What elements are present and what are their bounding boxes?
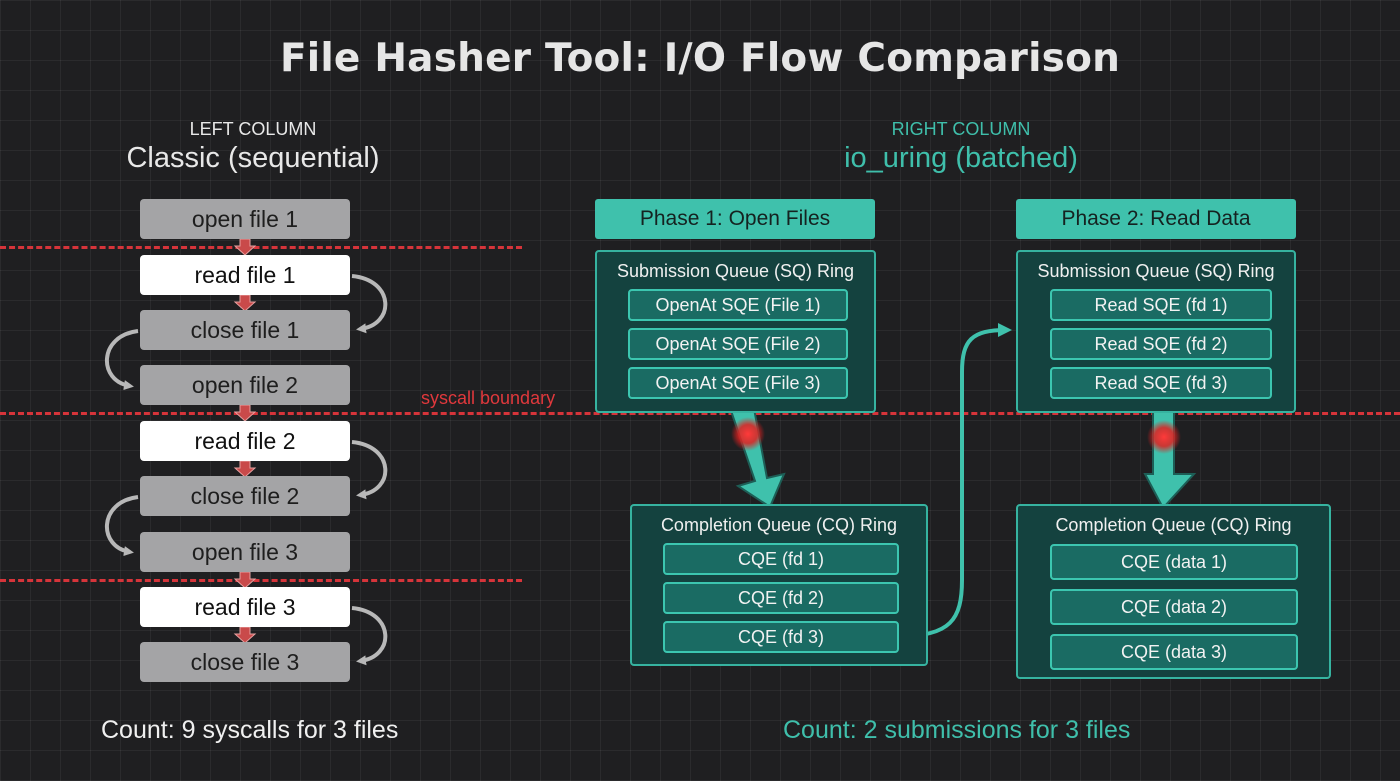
phase2-sq-ring: Submission Queue (SQ) Ring Read SQE (fd … xyxy=(1016,250,1296,413)
submit-arrow-phase2 xyxy=(1143,401,1197,510)
phase1-cq-title: Completion Queue (CQ) Ring xyxy=(660,515,898,535)
phase2-cq-title: Completion Queue (CQ) Ring xyxy=(1055,515,1292,535)
phase1-sq-entry-2: OpenAt SQE (File 2) xyxy=(628,328,848,360)
syscall-boundary-line-3 xyxy=(0,579,522,582)
phase-connector-arrow xyxy=(899,323,1012,638)
page-title: File Hasher Tool: I/O Flow Comparison xyxy=(279,36,1121,81)
syscall-boundary-line-1 xyxy=(0,246,522,249)
right-column-heading: io_uring (batched) xyxy=(844,142,1078,174)
step-open-file-2: open file 2 xyxy=(140,365,350,405)
phase2-header: Phase 2: Read Data xyxy=(1016,199,1296,239)
syscall-boundary-label: syscall boundary xyxy=(421,388,556,408)
left-column-heading: Classic (sequential) xyxy=(126,142,380,174)
phase1-sq-entry-3: OpenAt SQE (File 3) xyxy=(628,367,848,399)
phase2-cq-ring: Completion Queue (CQ) Ring CQE (data 1) … xyxy=(1016,504,1331,679)
phase2-sq-entry-3: Read SQE (fd 3) xyxy=(1050,367,1272,399)
step-close-file-3: close file 3 xyxy=(140,642,350,682)
phase1-cq-entry-3: CQE (fd 3) xyxy=(663,621,899,653)
return-arrow-right-3 xyxy=(351,606,388,666)
right-count: Count: 2 submissions for 3 files xyxy=(783,716,1131,744)
phase1-cq-ring: Completion Queue (CQ) Ring CQE (fd 1) CQ… xyxy=(630,504,928,666)
down-arrow-2 xyxy=(233,294,257,312)
left-count: Count: 9 syscalls for 3 files xyxy=(101,716,399,744)
phase1-header: Phase 1: Open Files xyxy=(595,199,875,239)
return-arrow-right-2 xyxy=(351,440,388,500)
step-open-file-3: open file 3 xyxy=(140,532,350,572)
step-read-file-2: read file 2 xyxy=(140,421,350,461)
phase2-cq-entry-2: CQE (data 2) xyxy=(1050,589,1298,625)
down-arrow-5 xyxy=(233,571,257,589)
phase1-sq-title: Submission Queue (SQ) Ring xyxy=(616,261,855,281)
phase2-sq-title: Submission Queue (SQ) Ring xyxy=(1037,261,1275,281)
submit-arrow-phase1 xyxy=(726,396,786,509)
return-arrow-left-2 xyxy=(104,495,139,557)
return-arrow-right-1 xyxy=(351,274,388,334)
step-close-file-2: close file 2 xyxy=(140,476,350,516)
phase2-sq-entry-2: Read SQE (fd 2) xyxy=(1050,328,1272,360)
step-read-file-1: read file 1 xyxy=(140,255,350,295)
phase1-sq-ring: Submission Queue (SQ) Ring OpenAt SQE (F… xyxy=(595,250,876,413)
step-open-file-1: open file 1 xyxy=(140,199,350,239)
step-down-arrows xyxy=(233,238,257,644)
down-arrow-4 xyxy=(233,460,257,478)
left-column-caption: LEFT COLUMN xyxy=(189,119,317,139)
phase2-cq-entry-1: CQE (data 1) xyxy=(1050,544,1298,580)
right-column-caption: RIGHT COLUMN xyxy=(891,119,1031,139)
step-read-file-3: read file 3 xyxy=(140,587,350,627)
down-arrow-3 xyxy=(233,404,257,422)
syscall-boundary-line-2 xyxy=(0,412,1400,415)
return-arrow-left-1 xyxy=(104,329,139,391)
phase1-cq-entry-1: CQE (fd 1) xyxy=(663,543,899,575)
phase1-cq-entry-2: CQE (fd 2) xyxy=(663,582,899,614)
step-close-file-1: close file 1 xyxy=(140,310,350,350)
phase2-sq-entry-1: Read SQE (fd 1) xyxy=(1050,289,1272,321)
phase1-sq-entry-1: OpenAt SQE (File 1) xyxy=(628,289,848,321)
down-arrow-1 xyxy=(233,238,257,256)
phase2-cq-entry-3: CQE (data 3) xyxy=(1050,634,1298,670)
down-arrow-6 xyxy=(233,626,257,644)
